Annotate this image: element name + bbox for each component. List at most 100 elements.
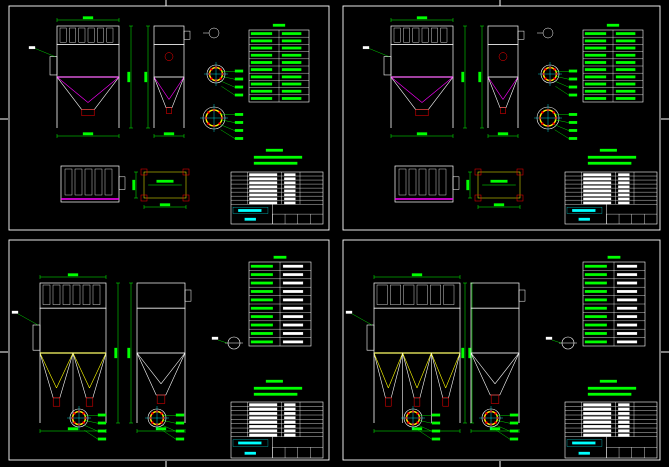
dimension-value-mark	[411, 273, 423, 277]
inlet-duct	[366, 324, 375, 351]
parameter-value-mark	[615, 89, 636, 93]
title-block-cell-mark	[583, 416, 612, 420]
title-block-cell-mark	[583, 185, 612, 189]
hopper-brace	[89, 352, 107, 389]
leader-line	[84, 430, 99, 440]
parameter-label-mark	[584, 75, 607, 79]
parameter-table-heading-mark	[273, 255, 287, 259]
title-block-cell-mark	[249, 403, 278, 407]
title-block-cell-mark	[618, 429, 630, 433]
leader-line	[220, 124, 236, 131]
outlet-flange	[183, 30, 191, 40]
note-line-mark	[587, 161, 632, 165]
leader-label-mark	[568, 85, 578, 89]
title-block	[564, 171, 658, 225]
dimension-value-mark	[489, 427, 501, 431]
dimension-value-mark	[493, 203, 505, 207]
parameter-value-mark	[616, 290, 638, 293]
parameter-value-mark	[282, 298, 304, 302]
leader-label-mark	[175, 413, 185, 417]
filter-bag-top	[97, 27, 104, 43]
parameter-value-mark	[282, 290, 304, 293]
side-brace	[470, 352, 496, 384]
title-block-cell-mark	[583, 425, 612, 428]
parameter-label-mark	[584, 46, 607, 50]
bolt-hole	[494, 421, 497, 424]
drawing-sheet-3[interactable]	[8, 239, 330, 461]
parameter-value-mark	[281, 97, 302, 100]
parameter-table-heading-mark	[606, 23, 620, 27]
title-block-cell-mark	[284, 189, 296, 193]
drawing-sheet-4[interactable]	[342, 239, 661, 461]
leader-label-mark	[509, 413, 519, 417]
filter-bag-top	[403, 27, 410, 43]
parameter-label-mark	[250, 89, 273, 93]
parameter-label-mark	[584, 281, 607, 285]
filter-bag-top	[72, 284, 81, 305]
title-block	[230, 401, 324, 459]
title-block-cell-mark	[249, 433, 278, 437]
parameter-value-mark	[616, 332, 638, 335]
drawing-sheet-1[interactable]	[8, 5, 330, 231]
leader-label-mark	[568, 137, 578, 140]
parameter-label-mark	[250, 315, 273, 319]
hopper-brace	[421, 76, 454, 103]
parameter-value-mark	[282, 340, 304, 344]
title-block-cell-mark	[284, 412, 296, 415]
filter-bag-top	[78, 27, 86, 43]
side-hopper	[153, 76, 185, 108]
discharge-valve	[385, 397, 392, 407]
title-block-cell-mark	[284, 433, 296, 437]
title-block-cell-mark	[618, 425, 630, 428]
bolt-hole	[82, 421, 85, 424]
title-block-name-box	[566, 439, 603, 447]
dimension-value-mark	[114, 347, 118, 359]
dimension-value-mark	[159, 203, 171, 207]
anchor-bolt	[140, 168, 148, 176]
hopper-brace	[72, 352, 90, 389]
sheet-border	[8, 5, 330, 231]
parameter-label-mark	[250, 82, 273, 86]
access-door	[498, 52, 508, 61]
sheet-border	[8, 239, 330, 461]
plan-view-duct	[118, 176, 126, 190]
title-block-cell-mark	[618, 201, 630, 205]
leader-line	[555, 86, 570, 96]
parameter-label-mark	[250, 298, 273, 302]
title-block-cell-mark	[249, 407, 278, 411]
leader-line	[554, 124, 570, 131]
leader-label-mark	[545, 336, 553, 340]
parameter-value-mark	[281, 82, 302, 86]
leader-label-mark	[568, 77, 578, 81]
parameter-value-mark	[615, 46, 636, 50]
sheet-border	[342, 239, 661, 461]
hopper-brace	[402, 352, 418, 389]
discharge-valve	[442, 397, 449, 407]
leader-line	[221, 76, 236, 80]
note-heading-mark	[265, 148, 283, 152]
leader-label-mark	[234, 129, 244, 132]
bolt-hole	[541, 111, 544, 114]
parameter-label-mark	[250, 75, 273, 79]
bolt-hole	[407, 412, 410, 415]
parameter-value-mark	[281, 89, 302, 93]
parameter-value-mark	[282, 332, 304, 335]
outlet-flange	[517, 30, 525, 40]
leader-label-mark	[234, 69, 244, 73]
leader-label-mark	[509, 429, 519, 433]
title-block-cell-mark	[249, 181, 278, 185]
title-block-cell-mark	[583, 173, 612, 177]
bolt-hole	[207, 111, 210, 114]
title-block-cell-mark	[583, 412, 612, 415]
parameter-value-mark	[616, 264, 638, 268]
drawing-sheet-2[interactable]	[342, 5, 661, 231]
note-line-mark	[253, 392, 298, 396]
title-block-number-mark	[244, 217, 256, 221]
anchor-plan-frame	[143, 171, 187, 199]
parameter-label-mark	[250, 281, 273, 285]
title-block-cell-mark	[249, 193, 278, 197]
bolt-hole	[485, 421, 488, 424]
parameter-value-mark	[282, 306, 304, 310]
side-valve	[490, 394, 500, 404]
